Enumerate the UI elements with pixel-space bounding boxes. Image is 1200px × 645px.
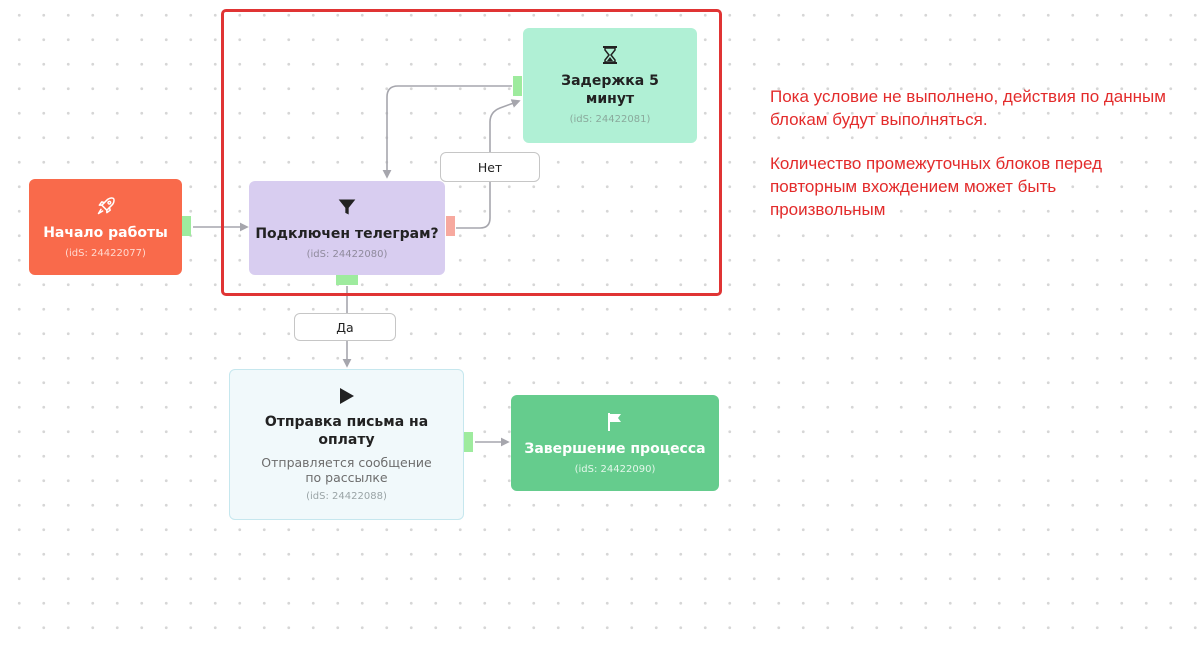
node-title: Начало работы (43, 224, 168, 241)
play-icon (339, 387, 355, 405)
flag-icon (607, 412, 623, 432)
hourglass-icon (602, 46, 618, 64)
node-ids: (idS: 24422088) (306, 491, 387, 502)
node-title: Подключен телеграм? (255, 225, 439, 242)
node-title: Отправка письма на оплату (264, 414, 429, 448)
node-ids: (idS: 24422081) (569, 114, 651, 125)
node-finish[interactable]: Завершение процесса (idS: 24422090) (511, 395, 719, 491)
annotation-note-intermediate: Количество промежуточных блоков перед по… (770, 154, 1102, 219)
output-port[interactable] (464, 432, 473, 452)
output-port[interactable] (182, 216, 191, 236)
rocket-icon (96, 196, 116, 216)
annotation-note-loop: Пока условие не выполнено, действия по д… (770, 87, 1166, 129)
edge-delay-back-to-condition[interactable] (382, 85, 512, 179)
input-port[interactable] (513, 76, 522, 96)
node-ids: (idS: 24422077) (65, 247, 146, 259)
node-delay[interactable]: Задержка 5 минут (idS: 24422081) (523, 28, 697, 143)
node-title: Завершение процесса (524, 440, 706, 457)
node-condition[interactable]: Подключен телеграм? (idS: 24422080) (249, 181, 445, 275)
edge-label-yes[interactable]: Да (294, 313, 396, 341)
output-port-no[interactable] (446, 216, 455, 236)
output-port-yes[interactable] (336, 275, 358, 285)
filter-icon (337, 197, 357, 217)
edge-label-no[interactable]: Нет (440, 152, 540, 182)
node-description: Отправляется сообщение по рассылке (261, 455, 432, 485)
node-title: Задержка 5 минут (561, 73, 659, 107)
node-ids: (idS: 24422090) (574, 463, 656, 475)
node-send[interactable]: Отправка письма на оплату Отправляется с… (229, 369, 464, 520)
highlight-frame (221, 9, 722, 296)
node-start[interactable]: Начало работы (idS: 24422077) (29, 179, 182, 275)
node-ids: (idS: 24422080) (306, 248, 388, 260)
